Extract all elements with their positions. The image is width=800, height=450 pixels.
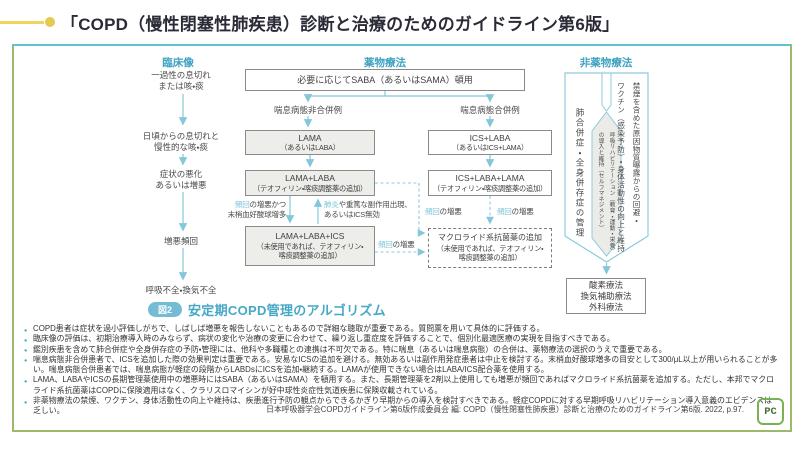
column-header-nonpharma: 非薬物療法 bbox=[579, 57, 633, 69]
note-item: COPD患者は症状を過小評価しがちで、しばしば増悪を報告しないこともあるので詳細… bbox=[24, 324, 778, 336]
column-header-pharma: 薬物療法 bbox=[364, 57, 406, 69]
clinical-stage-4: 増悪頻回 bbox=[163, 236, 198, 246]
note-item: 喘息病態非合併患者で、ICSを追加した際の効果判定は重要である。安易なICSの追… bbox=[24, 355, 778, 376]
column-header-clinical: 臨床像 bbox=[162, 57, 194, 69]
therapy-box: 酸素療法 換気補助療法 外科療法 bbox=[566, 278, 646, 314]
figure-panel: 臨床像 薬物療法 非薬物療法 一過性の息切れ または咳・痰 日頃からの息切れと … bbox=[12, 44, 792, 432]
saba-box: 必要に応じてSABA（あるいはSAMA）頓用 bbox=[245, 69, 525, 91]
lama-box: LAMA （あるいはLABA） bbox=[245, 130, 375, 155]
notes-list: COPD患者は症状を過小評価しがちで、しばしば増悪を報告しないこともあるので詳細… bbox=[24, 324, 778, 417]
figure-number-badge: 図2 bbox=[148, 302, 182, 317]
note-item: 非薬物療法の禁煙、ワクチン、身体活動性の向上や維持は、疾患進行予防の観点からでき… bbox=[24, 396, 778, 417]
comorbidity-management-vtext: 肺合併症・全身併存症の管理 bbox=[575, 108, 585, 238]
pharma-arrows bbox=[285, 91, 495, 224]
figure-caption: 安定期COPD管理のアルゴリズム bbox=[188, 303, 386, 318]
note-item: 臨床像の評価は、初期治療導入時のみならず、病状の変化や治療の変更に合わせて、繰り… bbox=[24, 334, 778, 346]
dashed-paths bbox=[375, 182, 494, 256]
clinical-stage-2: 日頃からの息切れと 慢性的な咳・痰 bbox=[142, 131, 220, 152]
accent-dot-icon bbox=[45, 17, 55, 27]
citation: 日本呼吸器学会COPDガイドライン第6版作成委員会 編: COPD（慢性閉塞性肺… bbox=[266, 405, 744, 414]
ics-laba-lama-box: ICS+LABA+LAMA （テオフィリン・喀痰調整薬の追加） bbox=[428, 170, 552, 196]
rehab-shape bbox=[591, 111, 622, 257]
escalation-label: 頻回の増悪かつ 末梢血好酸球増多 bbox=[227, 200, 287, 219]
clinical-stage-5: 呼吸不全・換気不全 bbox=[145, 285, 217, 295]
ics-laba-box: ICS+LABA （あるいはICS+LAMA） bbox=[428, 130, 552, 155]
avoidance-vaccine-vtext: 禁煙を含めた原因物質曝露からの回避・ ワクチン（感染予防）・身体活動性の向上と維… bbox=[616, 82, 642, 252]
rehab-vtext: 呼吸リハビリテーション（教育・運動・栄養） の導入と維持（セルフマネジメント） bbox=[597, 132, 614, 254]
clinical-stage-1: 一過性の息切れ または咳・痰 bbox=[151, 70, 211, 91]
deescalation-label: 肺炎や重篤な副作用出現、 あるいはICS無効 bbox=[324, 200, 412, 219]
flowchart-connectors bbox=[178, 72, 649, 281]
note-item: 鑑別疾患を含めて肺合併症や全身併存症の予防・管理には、他科や多職種との連携は不可… bbox=[24, 345, 778, 357]
note-item: LAMA、LABAやICSの長期管理薬使用中の増悪時にはSABA（あるいはSAM… bbox=[24, 375, 778, 396]
nonpharma-arrow-shape bbox=[564, 72, 649, 275]
clinical-stage-3: 症状の悪化 あるいは増悪 bbox=[155, 169, 207, 190]
frequent-exacerbation-label-left: 頻回の増悪 bbox=[425, 207, 462, 216]
frequent-exacerbation-label-bottom: 頻回の増悪 bbox=[378, 240, 415, 249]
lama-laba-ics-box: LAMA+LABA+ICS （未使用であれば、テオフィリン・ 喀痰調整薬の追加） bbox=[245, 226, 375, 266]
pc-logo: PC bbox=[757, 398, 784, 425]
frequent-exacerbation-label-right: 頻回の増悪 bbox=[497, 207, 534, 216]
branch-label-no-asthma: 喘息病態非合併例 bbox=[273, 105, 342, 115]
page-title: 「COPD（慢性閉塞性肺疾患）診断と治療のためのガイドライン第6版」 bbox=[61, 15, 620, 34]
branch-label-asthma: 喘息病態合併例 bbox=[460, 105, 520, 115]
macrolide-box: マクロライド系抗菌薬の追加 （未使用であれば、テオフィリン・ 喀痰調整薬の追加） bbox=[428, 228, 552, 268]
lama-laba-box: LAMA+LABA （テオフィリン・喀痰調整薬の追加） bbox=[245, 170, 375, 196]
accent-line bbox=[0, 21, 44, 24]
